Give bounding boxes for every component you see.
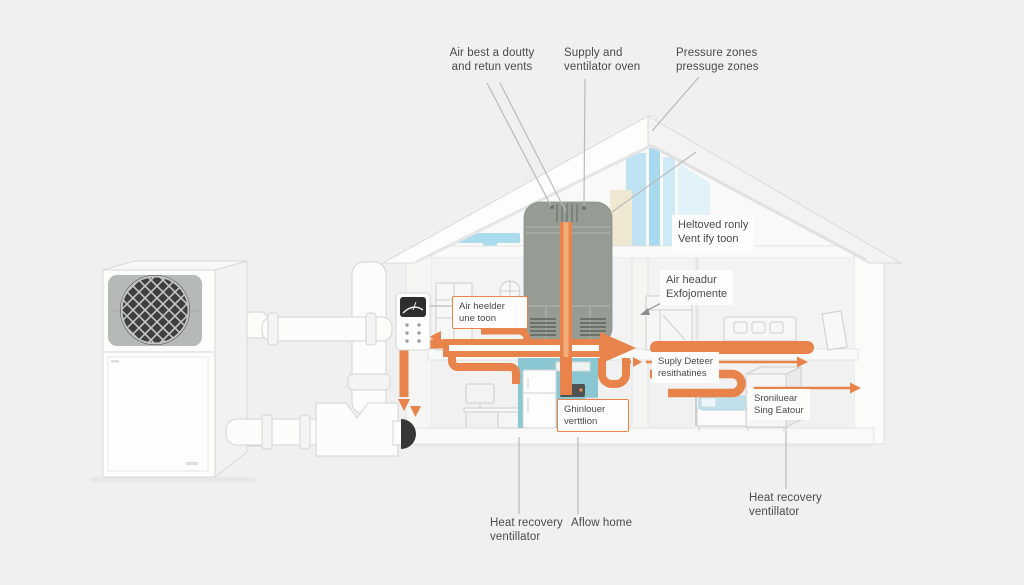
flow-arrow xyxy=(600,332,636,364)
label-air-headur: Air headur Exfojomente xyxy=(660,270,734,305)
label-supply-deteer: Suply Deteer resithatines xyxy=(652,352,719,383)
thermostat-arrow xyxy=(429,331,441,343)
house-base xyxy=(411,427,875,445)
leader-lines xyxy=(430,76,787,514)
label-attic-vent: Heltoved ronly Vent ify toon xyxy=(672,215,755,250)
plenum-box xyxy=(315,402,399,457)
ground-shadows xyxy=(90,443,874,482)
label-ghinlouer: Ghinlouer verttlion xyxy=(557,399,629,432)
thermostat-buttons xyxy=(405,323,421,343)
label-hrv-right: Heat recovery ventillator xyxy=(749,492,822,518)
outdoor-unit xyxy=(102,260,269,479)
upper-pipe xyxy=(261,316,393,342)
inlet-port xyxy=(401,419,416,449)
fan-grille-icon xyxy=(120,275,190,345)
mirror xyxy=(821,310,848,351)
label-supply-oven: Supply and ventilator oven xyxy=(564,47,641,73)
thermostat xyxy=(395,292,431,351)
label-air-heelder: Air heelder une toon xyxy=(452,296,528,329)
attic-floor xyxy=(405,245,869,259)
label-hrv-left: Heat recovery ventillator xyxy=(490,517,563,543)
mid-floor xyxy=(427,348,859,361)
label-pressure-zones: Pressure zones pressuge zones xyxy=(676,47,759,73)
label-duct-vents: Air best a doutty and retun vents xyxy=(449,47,535,73)
pipes xyxy=(225,261,404,457)
fridge xyxy=(522,369,557,429)
label-sroniluear: Sroniluear Sing Eatour xyxy=(748,389,810,420)
lower-pipe xyxy=(225,418,327,446)
label-aflow-home: Aflow home xyxy=(571,517,633,529)
vent-slats xyxy=(530,318,606,336)
monitor xyxy=(465,383,495,404)
